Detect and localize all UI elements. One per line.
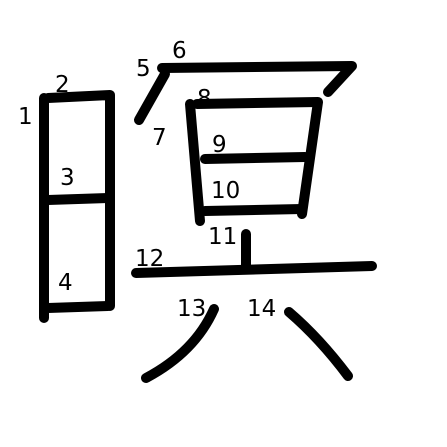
stroke-14 [284, 307, 353, 381]
stroke-7 [185, 99, 205, 226]
stroke-number-5: 5 [136, 56, 151, 82]
stroke-number-8: 8 [197, 86, 212, 112]
strokes-group [39, 61, 377, 383]
stroke-number-11: 11 [208, 224, 237, 250]
stroke-number-9: 9 [212, 132, 227, 158]
stroke-10 [200, 204, 307, 216]
stroke-number-3: 3 [60, 165, 75, 191]
stroke-4 [43, 301, 113, 313]
stroke-number-1: 1 [18, 104, 33, 130]
stroke-13 [141, 304, 219, 383]
stroke-number-6: 6 [172, 38, 187, 64]
stroke-12 [131, 261, 377, 278]
stroke-5 [134, 69, 170, 125]
stroke-3 [43, 193, 113, 205]
stroke-number-4: 4 [58, 270, 73, 296]
stroke-2 [43, 90, 115, 311]
stroke-6 [157, 61, 357, 97]
stroke-8 [192, 97, 323, 219]
stroke-number-13: 13 [177, 296, 206, 322]
stroke-number-2: 2 [55, 72, 70, 98]
stroke-number-12: 12 [135, 246, 164, 272]
stroke-number-7: 7 [152, 125, 167, 151]
stroke-9 [200, 152, 310, 164]
stroke-number-14: 14 [247, 296, 276, 322]
stroke-number-10: 10 [211, 178, 240, 204]
